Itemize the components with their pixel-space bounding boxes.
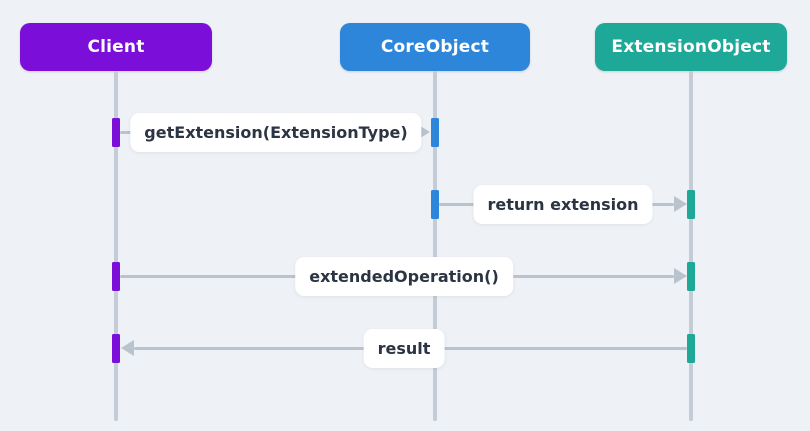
lifeline-client bbox=[114, 71, 118, 421]
arrowhead-left-icon bbox=[121, 340, 134, 356]
lifeline-extension-object bbox=[689, 71, 693, 421]
activation-bar-extension-msg4 bbox=[687, 334, 695, 363]
lifeline-core-object bbox=[433, 71, 437, 421]
actor-box-extension-object: ExtensionObject bbox=[595, 23, 787, 71]
actor-box-core-object: CoreObject bbox=[340, 23, 530, 71]
message-label-3: extendedOperation() bbox=[295, 256, 513, 296]
message-label-1: getExtension(ExtensionType) bbox=[130, 112, 422, 152]
actor-box-client: Client bbox=[20, 23, 212, 71]
arrowhead-right-icon bbox=[674, 196, 687, 212]
activation-bar-client-msg1 bbox=[112, 118, 120, 147]
actor-label-client: Client bbox=[87, 37, 145, 57]
message-label-4: result bbox=[363, 328, 445, 368]
activation-bar-core-msg2 bbox=[431, 190, 439, 219]
activation-bar-extension-msg3 bbox=[687, 262, 695, 291]
arrowhead-right-icon bbox=[674, 268, 687, 284]
activation-bar-client-msg4 bbox=[112, 334, 120, 363]
activation-bar-extension-msg2 bbox=[687, 190, 695, 219]
activation-bar-client-msg3 bbox=[112, 262, 120, 291]
activation-bar-core-msg1 bbox=[431, 118, 439, 147]
message-label-2: return extension bbox=[473, 184, 653, 224]
actor-label-core-object: CoreObject bbox=[380, 37, 490, 57]
actor-label-extension-object: ExtensionObject bbox=[611, 37, 771, 57]
